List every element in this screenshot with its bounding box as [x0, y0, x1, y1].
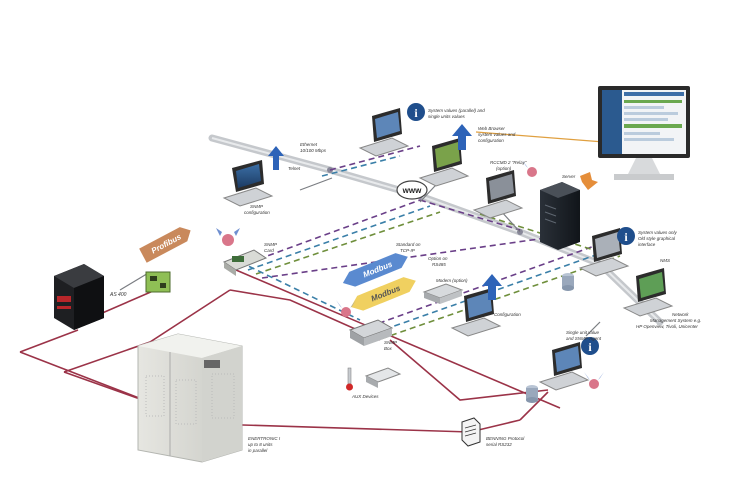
snmp-card-icon: [222, 249, 268, 276]
info-icon: i: [581, 337, 599, 355]
ups-label-2: up to 8 units: [248, 442, 273, 447]
info-icon: i: [617, 227, 635, 245]
single-unit-label-2: and SNMP-Agent: [566, 336, 602, 341]
alert-beacon-icon: [336, 300, 356, 317]
document-icon: [461, 417, 481, 447]
as400-server-icon: [54, 264, 104, 330]
aux-device-icon: [364, 367, 402, 388]
alert-beacon-icon: [584, 372, 604, 389]
snmp-card-label-1: SNMP: [264, 242, 277, 247]
dashed-links: [239, 145, 621, 343]
snmp-box-label-1: SNMP: [384, 340, 397, 345]
web-browser-laptop-icon: [418, 138, 470, 187]
web-browser-label-3: configuration: [478, 138, 504, 143]
server-label: Server: [562, 174, 576, 179]
thermometer-icon: [346, 367, 353, 391]
network-mgmt-label-3: HP Openview, Tivoli, Unicenter: [636, 324, 698, 329]
modem-icon: [422, 283, 464, 304]
telnet-label: Telnet: [288, 166, 301, 171]
benning-label-2: serial RS232: [486, 442, 512, 447]
network-mgmt-label-1: Network: [672, 312, 689, 317]
option-rs485-label-2: RS485: [432, 262, 446, 267]
svg-text:i: i: [624, 230, 628, 244]
arrow-up-icon: [482, 274, 502, 300]
sys-only-label-1: System values only: [638, 230, 678, 235]
monitor-icon: [598, 86, 690, 180]
snmp-box-icon: [348, 319, 394, 346]
web-browser-label-1: Web Browser: [478, 126, 505, 131]
rccmd-label-2: (option): [496, 166, 512, 171]
rccmd-label-1: RCCMD 2 "Relay": [490, 160, 527, 165]
arrow-up-icon: [268, 146, 284, 170]
alert-beacon-icon: [216, 228, 240, 246]
snmp-config-label-2: configuration: [244, 210, 270, 215]
rccmd-laptop-icon: [472, 170, 524, 219]
www-label: www: [402, 186, 422, 195]
snmp-box-label-2: Box: [384, 346, 393, 351]
alert-beacon-icon: [522, 160, 537, 177]
aux-devices-label: AUX Devices: [351, 394, 379, 399]
arrow-up-icon: [452, 124, 472, 150]
disk-cylinder-icon: [526, 385, 538, 403]
modem-label: Modem (option): [436, 278, 468, 283]
laptop-icon: [358, 108, 410, 157]
web-browser-label-2: system values and: [478, 132, 516, 137]
configuration-label: Configuration: [494, 312, 521, 317]
configuration-laptop-icon: [450, 288, 502, 337]
snmp-config-label-1: SNMP: [250, 204, 263, 209]
ethernet-label-1: Ethernet: [300, 142, 318, 147]
option-rs485-label-1: Option on: [428, 256, 448, 261]
disk-cylinder-icon: [562, 273, 574, 291]
svg-text:i: i: [588, 340, 592, 354]
nms-laptop-icon: [622, 268, 674, 317]
svg-text:i: i: [414, 106, 418, 120]
snmp-card-label-2: Card: [264, 248, 274, 253]
ups-label-3: in parallel: [248, 448, 268, 453]
sys-values-label-2: single units values: [428, 114, 466, 119]
globe-www-icon: www: [396, 180, 428, 200]
ups-label-1: ENERTRONIC I: [248, 436, 281, 441]
ups-cabinet-icon: [137, 333, 243, 463]
benning-label-1: BENNING Protocol: [486, 436, 525, 441]
single-unit-label-1: Single unit value: [566, 330, 600, 335]
network-mgmt-label-2: Management System e.g.: [650, 318, 701, 323]
sys-only-label-2: Old style graphical: [638, 236, 676, 241]
single-unit-laptop-icon: [538, 342, 590, 391]
sys-only-label-3: interface: [638, 242, 656, 247]
sysvalues-laptop-icon: [578, 228, 630, 277]
sys-values-label-1: System values (parallel) and: [428, 108, 485, 113]
server-tower-icon: [540, 182, 580, 250]
standard-tcp-label-1: Standard on: [396, 242, 421, 247]
info-icon: i: [407, 103, 425, 121]
standard-tcp-label-2: TCP-IP: [400, 248, 415, 253]
nms-label: NMS: [660, 258, 670, 263]
arrow-orange-icon: [580, 172, 598, 190]
telnet-monitor-icon: [222, 160, 274, 207]
profibus-tag: Profibus: [139, 227, 191, 263]
profibus-module-icon: [145, 271, 171, 293]
ethernet-label-2: 10/100 Mbps: [300, 148, 327, 153]
as400-label: AS 400: [109, 292, 127, 298]
